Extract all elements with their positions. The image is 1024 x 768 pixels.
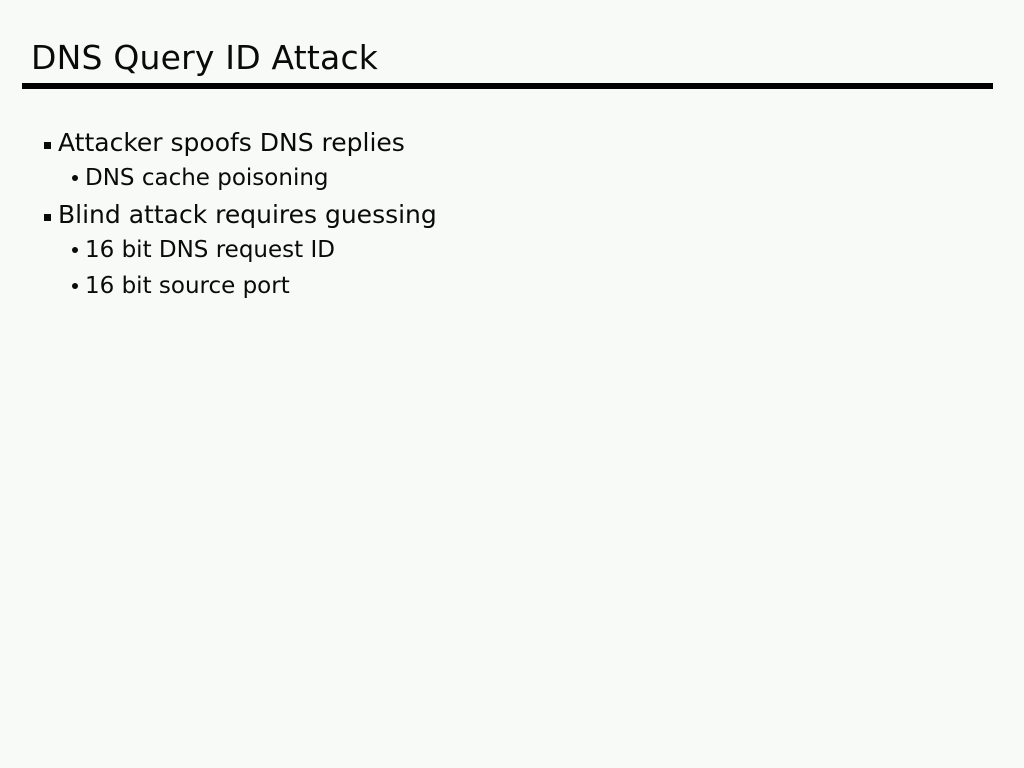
dot-bullet-icon xyxy=(72,247,78,253)
slide-body-bullet-list: Attacker spoofs DNS replies DNS cache po… xyxy=(0,126,1024,306)
square-bullet-icon xyxy=(44,142,51,149)
page-title: DNS Query ID Attack xyxy=(31,38,379,77)
list-item: 16 bit DNS request ID xyxy=(0,234,1024,270)
list-item-label: 16 bit source port xyxy=(85,273,290,299)
list-item: DNS cache poisoning xyxy=(0,162,1024,198)
list-item-label: DNS cache poisoning xyxy=(85,165,329,191)
list-item: 16 bit source port xyxy=(0,270,1024,306)
title-underline-rule xyxy=(22,83,993,89)
dot-bullet-icon xyxy=(72,283,78,289)
list-item-label: 16 bit DNS request ID xyxy=(85,237,335,263)
list-item: Attacker spoofs DNS replies xyxy=(0,126,1024,162)
list-item: Blind attack requires guessing xyxy=(0,198,1024,234)
list-item-label: Blind attack requires guessing xyxy=(58,200,437,229)
dot-bullet-icon xyxy=(72,175,78,181)
square-bullet-icon xyxy=(44,214,51,221)
list-item-label: Attacker spoofs DNS replies xyxy=(58,128,405,157)
